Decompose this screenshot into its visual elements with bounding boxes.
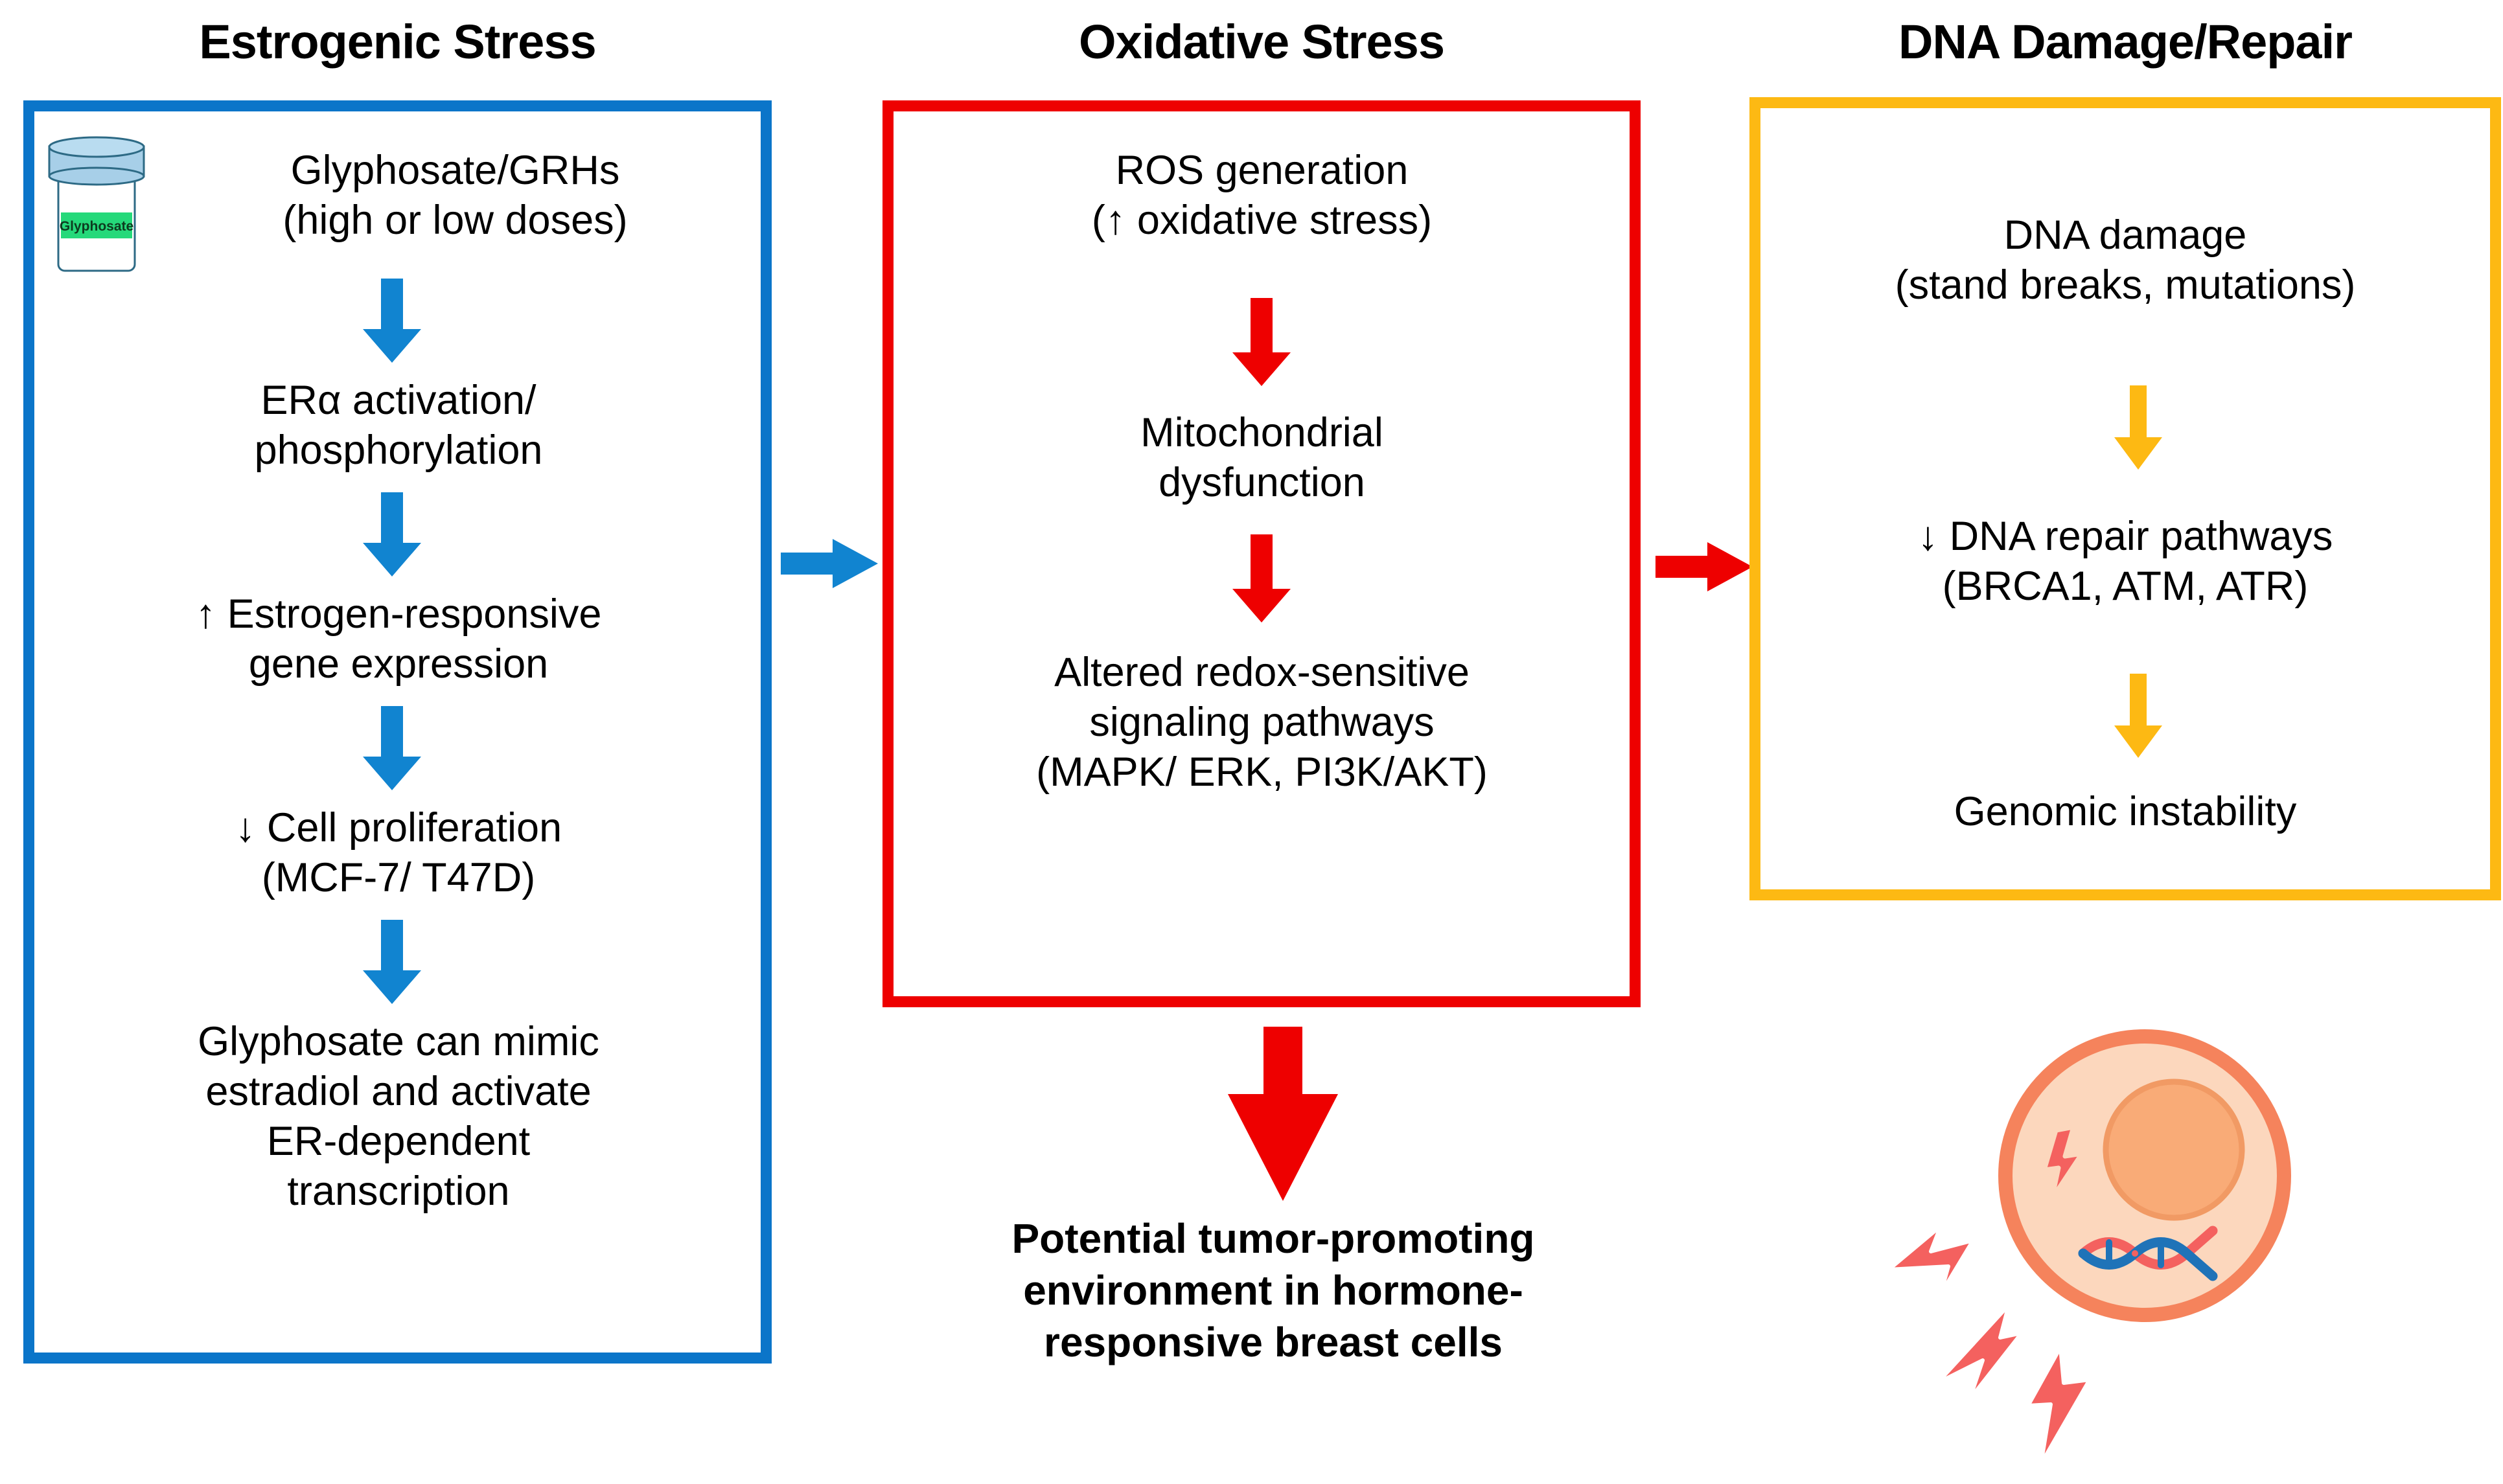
connector-arrow-oxidative-to-conclusion	[1202, 1027, 1364, 1202]
step-line: ↓ DNA repair pathways (BRCA1, ATM, ATR)	[1917, 514, 2333, 609]
arrow-head	[363, 543, 421, 576]
step-line: Altered redox-sensitive signaling pathwa…	[1036, 650, 1488, 795]
arrow-shaft	[1263, 1027, 1302, 1098]
connector-arrow-estrogenic-to-oxidative	[781, 528, 878, 599]
lightning-bolt-icon	[2042, 1124, 2084, 1201]
step-line: Genomic instability	[1954, 789, 2297, 834]
arrow-head	[363, 970, 421, 1004]
arrow-shaft	[2130, 674, 2147, 729]
step-line: ROS generation (↑ oxidative stress)	[1091, 148, 1433, 243]
arrow-shaft	[2130, 385, 2147, 440]
arrow-shaft	[381, 492, 403, 545]
column-header-estrogenic-stress: Estrogenic Stress	[199, 15, 596, 69]
cell-nucleus	[2103, 1079, 2245, 1221]
step-er-alpha-activation: ERα activation/ phosphorylation	[65, 376, 732, 475]
arrow-shaft	[781, 553, 836, 575]
arrow-head	[363, 757, 421, 790]
step-genomic-instability: Genomic instability	[1766, 787, 2485, 837]
step-glyphosate-mimics-estradiol: Glyphosate can mimic estradiol and activ…	[55, 1017, 742, 1216]
step-line: ↑ Estrogen-responsive gene expression	[195, 591, 602, 687]
arrow-head	[2114, 725, 2162, 758]
arrow-estrogenic-2	[363, 492, 421, 576]
conclusion-line: Potential tumor-promoting environment in…	[1011, 1215, 1535, 1365]
arrow-shaft	[381, 706, 403, 759]
arrow-estrogenic-4	[363, 920, 421, 1004]
connector-arrow-oxidative-to-dna	[1655, 531, 1753, 602]
step-cell-proliferation: ↓ Cell proliferation (MCF-7/ T47D)	[65, 803, 732, 903]
arrow-estrogenic-1	[363, 279, 421, 363]
step-mitochondrial-dysfunction: Mitochondrial dysfunction	[907, 408, 1617, 508]
damaged-cell-illustration	[1850, 1010, 2303, 1470]
lightning-bolt-icon	[2026, 1345, 2092, 1466]
arrow-head	[1707, 542, 1753, 591]
step-ros-generation: ROS generation (↑ oxidative stress)	[907, 146, 1617, 245]
step-line: DNA damage (stand breaks, mutations)	[1895, 212, 2356, 308]
arrow-estrogenic-3	[363, 706, 421, 790]
lightning-bolt-icon	[1935, 1303, 2024, 1401]
arrow-dna-1	[2109, 385, 2167, 476]
step-dna-damage: DNA damage (stand breaks, mutations)	[1766, 211, 2485, 310]
arrow-shaft	[1251, 534, 1273, 591]
lightning-bolt-icon	[1887, 1224, 1975, 1296]
arrow-head	[1228, 1094, 1338, 1201]
arrow-shaft	[1655, 556, 1711, 578]
arrow-oxidative-1	[1232, 298, 1291, 389]
step-line: Glyphosate/GRHs (high or low doses)	[283, 148, 628, 243]
arrow-shaft	[1251, 298, 1273, 355]
glyphosate-bottle-icon: Glyphosate	[40, 136, 154, 275]
svg-text:Glyphosate: Glyphosate	[60, 219, 133, 234]
step-line: Mitochondrial dysfunction	[1140, 410, 1383, 505]
column-header-dna-damage-repair: DNA Damage/Repair	[1898, 15, 2353, 69]
arrow-head	[363, 329, 421, 363]
arrow-oxidative-2	[1232, 534, 1291, 625]
step-altered-redox-signaling: Altered redox-sensitive signaling pathwa…	[901, 648, 1623, 797]
step-estrogen-responsive-gene-expression: ↑ Estrogen-responsive gene expression	[55, 589, 742, 689]
arrow-dna-2	[2109, 674, 2167, 764]
column-header-oxidative-stress: Oxidative Stress	[1079, 15, 1445, 69]
panel-dna-damage-repair	[1749, 97, 2501, 900]
arrow-head	[1232, 352, 1291, 386]
arrow-head	[1232, 589, 1291, 622]
step-dna-repair-pathways: ↓ DNA repair pathways (BRCA1, ATM, ATR)	[1766, 512, 2485, 611]
arrow-shaft	[381, 279, 403, 332]
arrow-head	[833, 539, 878, 588]
arrow-shaft	[381, 920, 403, 973]
step-glyphosate-grhs: Glyphosate/GRHs (high or low doses)	[152, 146, 758, 245]
dna-helix-icon	[2078, 1226, 2218, 1281]
step-line: ↓ Cell proliferation (MCF-7/ T47D)	[235, 805, 562, 900]
conclusion-statement: Potential tumor-promoting environment in…	[907, 1213, 1639, 1368]
step-line: ERα activation/ phosphorylation	[254, 378, 543, 473]
arrow-head	[2114, 437, 2162, 470]
step-line: Glyphosate can mimic estradiol and activ…	[198, 1019, 599, 1214]
